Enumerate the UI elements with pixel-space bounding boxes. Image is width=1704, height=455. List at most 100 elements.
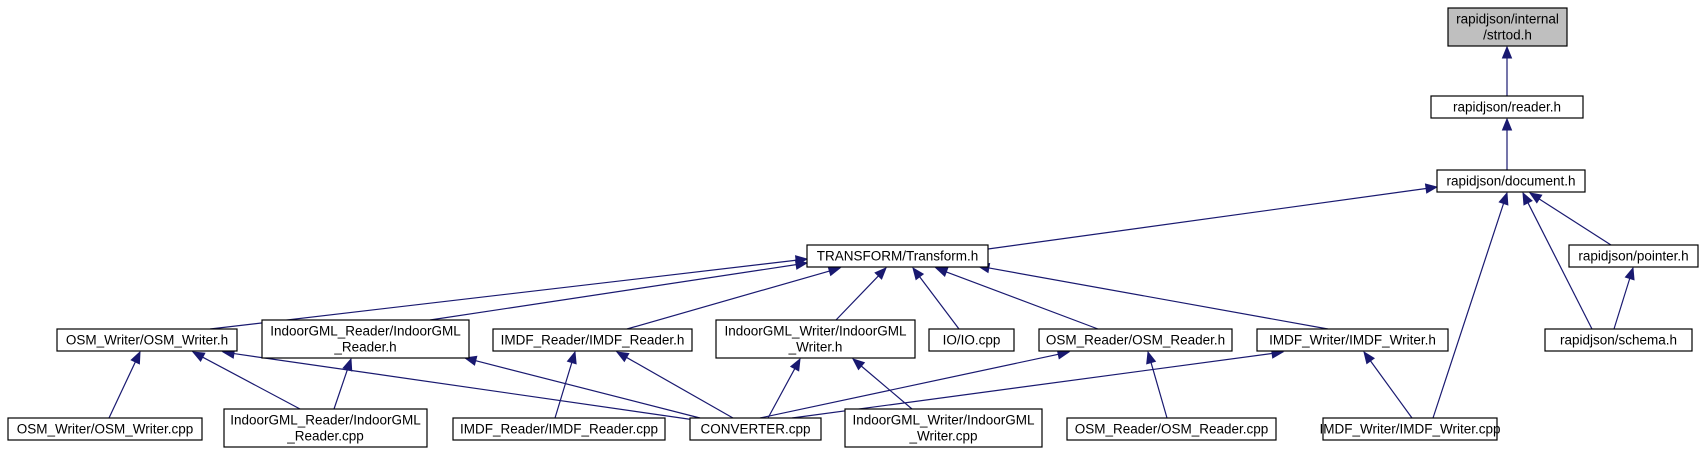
node-box[interactable] <box>1066 417 1277 441</box>
edge-imdf_writer_cpp-to-document <box>1432 191 1509 419</box>
edge-osm_writer_cpp-to-osm_writer_h <box>108 350 141 419</box>
node-label-line: IndoorGML_Writer/IndoorGML <box>852 413 1035 428</box>
edge-schema-to-pointer <box>1613 266 1635 330</box>
arrowhead-icon <box>851 358 866 371</box>
node-box[interactable] <box>928 328 1015 352</box>
edge-line <box>759 353 1059 419</box>
edge-line <box>835 275 879 321</box>
node-strtod[interactable]: rapidjson/internal/strtod.h <box>1447 7 1568 47</box>
arrowhead-icon <box>827 266 842 277</box>
node-pointer[interactable]: rapidjson/pointer.h <box>1568 244 1699 268</box>
node-label-line: OSM_Writer/OSM_Writer.h <box>66 333 228 348</box>
node-osm_writer_h[interactable]: OSM_Writer/OSM_Writer.h <box>56 328 238 352</box>
node-box[interactable] <box>223 408 428 448</box>
edge-line <box>791 352 1273 419</box>
node-box[interactable] <box>56 328 238 352</box>
arrowhead-icon <box>1498 191 1509 206</box>
edge-io_cpp-to-transform <box>912 266 960 330</box>
node-label-line: rapidjson/schema.h <box>1560 333 1677 348</box>
node-label-line: rapidjson/pointer.h <box>1578 249 1688 264</box>
arrowhead-icon <box>789 357 801 372</box>
arrowhead-icon <box>874 267 887 280</box>
edge-line <box>988 267 1329 330</box>
node-io_cpp[interactable]: IO/IO.cpp <box>928 328 1015 352</box>
edge-pointer-to-document <box>1528 192 1612 246</box>
arrowhead-icon <box>342 357 353 372</box>
edge-line <box>1150 362 1168 419</box>
edge-imdf_reader_cpp-to-imdf_reader_h <box>554 350 577 419</box>
node-box[interactable] <box>1447 7 1568 47</box>
node-label-line: OSM_Reader/OSM_Reader.h <box>1046 333 1225 348</box>
edge-line <box>202 356 301 410</box>
edge-line <box>1538 198 1612 246</box>
node-box[interactable] <box>1544 328 1693 352</box>
node-document[interactable]: rapidjson/document.h <box>1436 169 1586 193</box>
node-box[interactable] <box>689 417 822 441</box>
node-imdf_reader_h[interactable]: IMDF_Reader/IMDF_Reader.h <box>492 328 693 352</box>
node-box[interactable] <box>806 244 989 268</box>
edge-imdf_writer_h-to-transform <box>976 262 1329 330</box>
node-label-line: CONVERTER.cpp <box>700 422 810 437</box>
edge-line <box>429 264 797 321</box>
node-igml_writer_cpp[interactable]: IndoorGML_Writer/IndoorGML_Writer.cpp <box>844 408 1043 448</box>
node-box[interactable] <box>844 408 1043 448</box>
node-transform[interactable]: TRANSFORM/Transform.h <box>806 244 989 268</box>
node-converter[interactable]: CONVERTER.cpp <box>689 417 822 441</box>
node-label-line: _Reader.cpp <box>286 429 364 444</box>
node-box[interactable] <box>1038 328 1233 352</box>
node-label-line: IO/IO.cpp <box>943 333 1001 348</box>
node-box[interactable] <box>1568 244 1699 268</box>
nodes-layer: rapidjson/internal/strtod.h rapidjson/rea… <box>7 7 1699 448</box>
node-igml_reader_h[interactable]: IndoorGML_Reader/IndoorGML_Reader.h <box>261 319 470 359</box>
node-box[interactable] <box>1436 169 1586 193</box>
node-label-line: _Reader.h <box>333 340 396 355</box>
edge-igml_writer_cpp-to-igml_writer_h <box>851 358 913 410</box>
node-box[interactable] <box>492 328 693 352</box>
node-imdf_reader_cpp[interactable]: IMDF_Reader/IMDF_Reader.cpp <box>452 417 666 441</box>
arrowhead-icon <box>1146 350 1157 365</box>
node-box[interactable] <box>1256 328 1449 352</box>
node-box[interactable] <box>1430 95 1584 119</box>
edge-line <box>475 360 701 419</box>
edge-line <box>626 356 734 419</box>
edge-line <box>919 276 960 330</box>
edge-line <box>626 270 830 330</box>
node-imdf_writer_h[interactable]: IMDF_Writer/IMDF_Writer.h <box>1256 328 1449 352</box>
node-box[interactable] <box>452 417 666 441</box>
edge-line <box>861 365 913 410</box>
arrowhead-icon <box>934 267 949 277</box>
edge-schema-to-document <box>1522 191 1593 330</box>
node-label-line: IMDF_Writer/IMDF_Writer.cpp <box>1319 422 1500 437</box>
edge-osm_reader_cpp-to-osm_reader_h <box>1146 350 1168 419</box>
edge-igml_reader_cpp-to-igml_reader_h <box>333 357 353 410</box>
node-imdf_writer_cpp[interactable]: IMDF_Writer/IMDF_Writer.cpp <box>1319 417 1501 441</box>
node-igml_reader_cpp[interactable]: IndoorGML_Reader/IndoorGML_Reader.cpp <box>223 408 428 448</box>
arrowhead-icon <box>1522 191 1533 206</box>
edge-line <box>1432 203 1505 419</box>
edge-line <box>108 361 136 419</box>
node-box[interactable] <box>7 417 203 441</box>
node-label-line: IMDF_Writer/IMDF_Writer.h <box>1269 333 1436 348</box>
node-label-line: rapidjson/reader.h <box>1453 100 1561 115</box>
edge-transform-to-document <box>987 183 1439 250</box>
arrowhead-icon <box>130 350 141 365</box>
arrowhead-icon <box>615 351 630 363</box>
node-box[interactable] <box>261 319 470 359</box>
node-label-line: IndoorGML_Writer/IndoorGML <box>724 324 907 339</box>
node-box[interactable] <box>715 319 916 359</box>
node-igml_writer_h[interactable]: IndoorGML_Writer/IndoorGML_Writer.h <box>715 319 916 359</box>
node-box[interactable] <box>1322 417 1498 441</box>
node-osm_reader_cpp[interactable]: OSM_Reader/OSM_Reader.cpp <box>1066 417 1277 441</box>
node-label-line: OSM_Writer/OSM_Writer.cpp <box>17 422 194 437</box>
edge-converter-to-igml_reader_h <box>463 355 701 419</box>
node-osm_writer_cpp[interactable]: OSM_Writer/OSM_Writer.cpp <box>7 417 203 441</box>
node-schema[interactable]: rapidjson/schema.h <box>1544 328 1693 352</box>
edge-reader-to-strtod <box>1501 45 1513 96</box>
node-label-line: IMDF_Reader/IMDF_Reader.cpp <box>460 422 658 437</box>
node-label-line: rapidjson/document.h <box>1446 174 1575 189</box>
node-reader[interactable]: rapidjson/reader.h <box>1430 95 1584 119</box>
node-osm_reader_h[interactable]: OSM_Reader/OSM_Reader.h <box>1038 328 1233 352</box>
node-label-line: IndoorGML_Reader/IndoorGML <box>230 413 421 428</box>
node-label-line: _Writer.h <box>788 340 843 355</box>
